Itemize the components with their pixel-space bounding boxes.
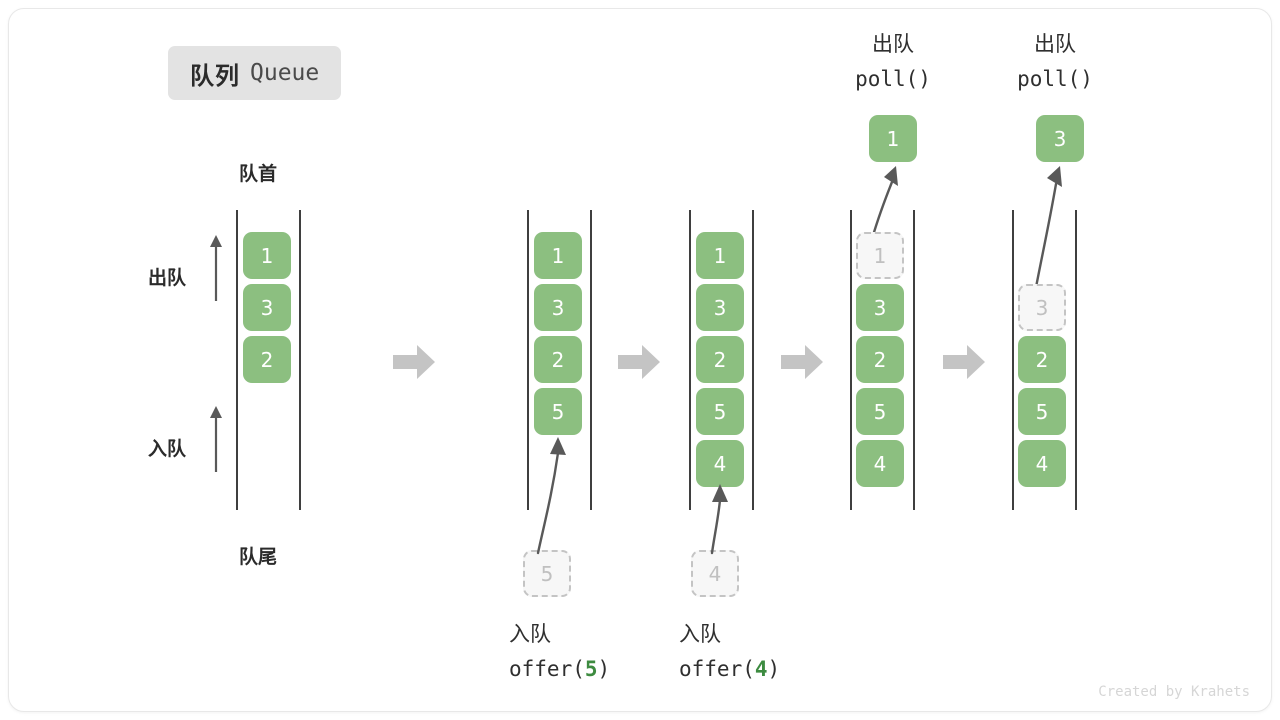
queue-element: 2 (1018, 336, 1066, 383)
poll-caption-code: poll() (1017, 67, 1093, 91)
enqueue-caption-4: 入队 offer(4) (679, 618, 780, 686)
queue-rail-left-5 (1012, 210, 1014, 510)
dequeued-element-ghost: 3 (1018, 284, 1066, 331)
queue-element: 1 (243, 232, 291, 279)
queue-rail-left-3 (689, 210, 691, 510)
queue-element: 3 (696, 284, 744, 331)
queue-rail-right-3 (752, 210, 754, 510)
queue-element-new: 5 (534, 388, 582, 435)
queue-element: 2 (696, 336, 744, 383)
queue-front-label: 队首 (239, 164, 278, 185)
dequeue-motion-arrow-icon (1032, 166, 1062, 300)
poll-caption-cn: 出队 (1034, 33, 1076, 56)
step-separator-arrow-icon (393, 345, 435, 379)
queue-rail-left-1 (236, 210, 238, 510)
poll-caption-cn: 出队 (872, 33, 914, 56)
queue-element: 1 (696, 232, 744, 279)
dequeued-element-ghost: 1 (856, 232, 904, 279)
queue-element: 5 (696, 388, 744, 435)
step-separator-arrow-icon (781, 345, 823, 379)
enqueue-caption-code: offer(4) (679, 657, 781, 681)
diagram-title-badge: 队列 Queue (168, 46, 342, 100)
queue-rail-left-2 (527, 210, 529, 510)
enqueue-direction-arrow-icon (210, 406, 222, 472)
dequeue-direction-label: 出队 (148, 268, 187, 289)
enqueue-motion-arrow-icon (536, 437, 566, 555)
enqueue-caption-cn: 入队 (509, 623, 551, 646)
queue-element-new: 4 (696, 440, 744, 487)
enqueue-caption-cn: 入队 (679, 623, 721, 646)
popped-element: 1 (869, 115, 917, 162)
queue-rail-right-5 (1075, 210, 1077, 510)
footer-credit: Created by Krahets (1098, 684, 1250, 700)
poll-caption-2: 出队 poll() (982, 28, 1128, 96)
incoming-element-ghost: 4 (691, 550, 739, 597)
queue-element: 2 (534, 336, 582, 383)
queue-element: 2 (856, 336, 904, 383)
queue-element: 4 (856, 440, 904, 487)
queue-element: 1 (534, 232, 582, 279)
queue-element: 3 (243, 284, 291, 331)
enqueue-caption-code: offer(5) (509, 657, 611, 681)
queue-element: 3 (534, 284, 582, 331)
queue-rail-right-4 (913, 210, 915, 510)
dequeue-direction-arrow-icon (210, 235, 222, 301)
popped-element: 3 (1036, 115, 1084, 162)
enqueue-direction-label: 入队 (148, 439, 187, 460)
enqueue-caption-5: 入队 offer(5) (509, 618, 610, 686)
queue-rail-left-4 (850, 210, 852, 510)
queue-rail-right-2 (590, 210, 592, 510)
queue-rail-right-1 (299, 210, 301, 510)
title-chinese: 队列 (190, 62, 240, 90)
step-separator-arrow-icon (943, 345, 985, 379)
queue-element: 5 (1018, 388, 1066, 435)
queue-element: 4 (1018, 440, 1066, 487)
enqueue-motion-arrow-icon (710, 484, 728, 555)
queue-element: 3 (856, 284, 904, 331)
queue-element: 5 (856, 388, 904, 435)
queue-rear-label: 队尾 (239, 547, 278, 568)
queue-element: 2 (243, 336, 291, 383)
step-separator-arrow-icon (618, 345, 660, 379)
incoming-element-ghost: 5 (523, 550, 571, 597)
poll-caption-1: 出队 poll() (820, 28, 966, 96)
poll-caption-code: poll() (855, 67, 931, 91)
title-english: Queue (250, 60, 320, 86)
